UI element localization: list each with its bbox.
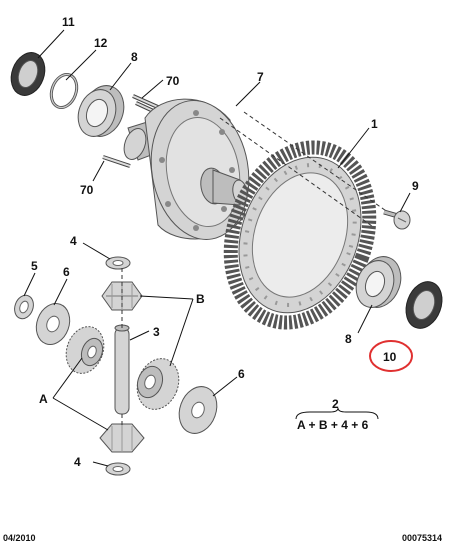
callout-4-bottom: 4 xyxy=(74,455,81,469)
part-4-washer-bottom xyxy=(105,462,131,476)
part-6-washer-left xyxy=(35,303,71,345)
part-5-washer xyxy=(14,294,34,320)
callout-11: 11 xyxy=(62,15,75,29)
callout-4-top: 4 xyxy=(70,234,77,248)
part-b-side-gear-right xyxy=(136,358,180,410)
callout-6-left: 6 xyxy=(63,265,70,279)
part-8-bearing-top xyxy=(77,85,125,137)
axis-line-upper xyxy=(243,111,393,216)
axis-line-lower xyxy=(219,117,373,227)
callout-3: 3 xyxy=(153,325,160,339)
callout-8-right: 8 xyxy=(345,332,352,346)
part-4-washer-top xyxy=(105,256,131,270)
footer-date: 04/2010 xyxy=(3,533,36,543)
part-a-side-gear-left xyxy=(65,326,105,374)
callout-5: 5 xyxy=(31,259,38,273)
part-12-circlip xyxy=(49,73,79,109)
callout-70-mid: 70 xyxy=(80,183,94,197)
part-8-bearing-right xyxy=(355,256,402,308)
callout-12: 12 xyxy=(94,36,108,50)
callout-a: A xyxy=(39,392,48,406)
part-6-washer-right xyxy=(178,386,218,434)
callout-6-right: 6 xyxy=(238,367,245,381)
callout-8-top: 8 xyxy=(131,50,138,64)
legend-brace xyxy=(295,407,379,420)
part-10-oil-seal xyxy=(405,281,443,329)
callout-9: 9 xyxy=(412,179,419,193)
callout-b: B xyxy=(196,292,205,306)
leader-lines xyxy=(23,29,411,467)
part-70-pin-mid xyxy=(102,155,131,168)
callout-1: 1 xyxy=(371,117,378,131)
part-9-bolt xyxy=(383,209,411,230)
callout-70-top: 70 xyxy=(166,74,180,88)
legend-formula: A + B + 4 + 6 xyxy=(297,418,369,432)
callout-10: 10 xyxy=(383,350,397,364)
part-a-pinion-lower xyxy=(99,414,145,453)
legend-key: 2 xyxy=(332,397,339,411)
part-11-oil-seal xyxy=(10,52,46,96)
part-7-differential-housing xyxy=(123,98,250,240)
footer-ref: 00075314 xyxy=(402,533,442,543)
highlight-circle-10 xyxy=(369,340,413,372)
callout-7: 7 xyxy=(257,70,264,84)
